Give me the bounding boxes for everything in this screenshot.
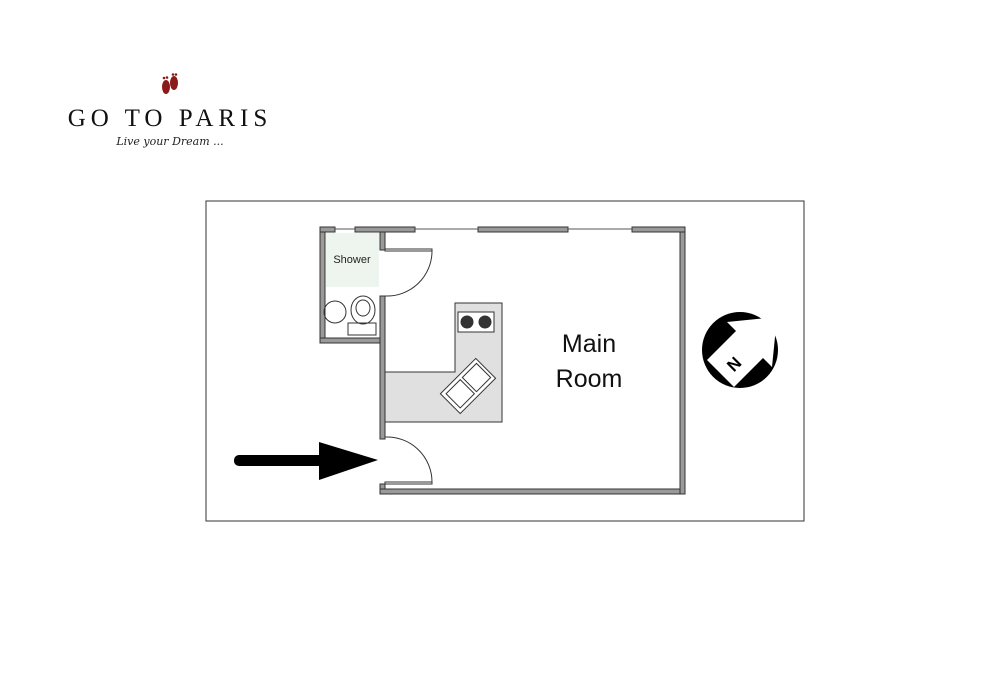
entrance-arrow [234,442,378,480]
footprints-icon [162,73,178,94]
tagline: Live your Dream ... [116,135,224,148]
main-room-label-line2: Room [556,365,623,393]
shower-label: Shower [333,254,371,266]
shower-area [326,233,379,287]
walls [319,226,686,495]
logo: GO TO PARIS Live your Dream ... [60,72,280,148]
brand-name: GO TO PARIS [67,105,273,132]
compass-icon: N [702,312,778,388]
plan-frame [205,200,805,522]
kitchen-counter [384,302,503,423]
doors [384,248,433,485]
bathroom-fixtures [323,295,377,336]
main-room-label-line1: Main [562,330,616,358]
